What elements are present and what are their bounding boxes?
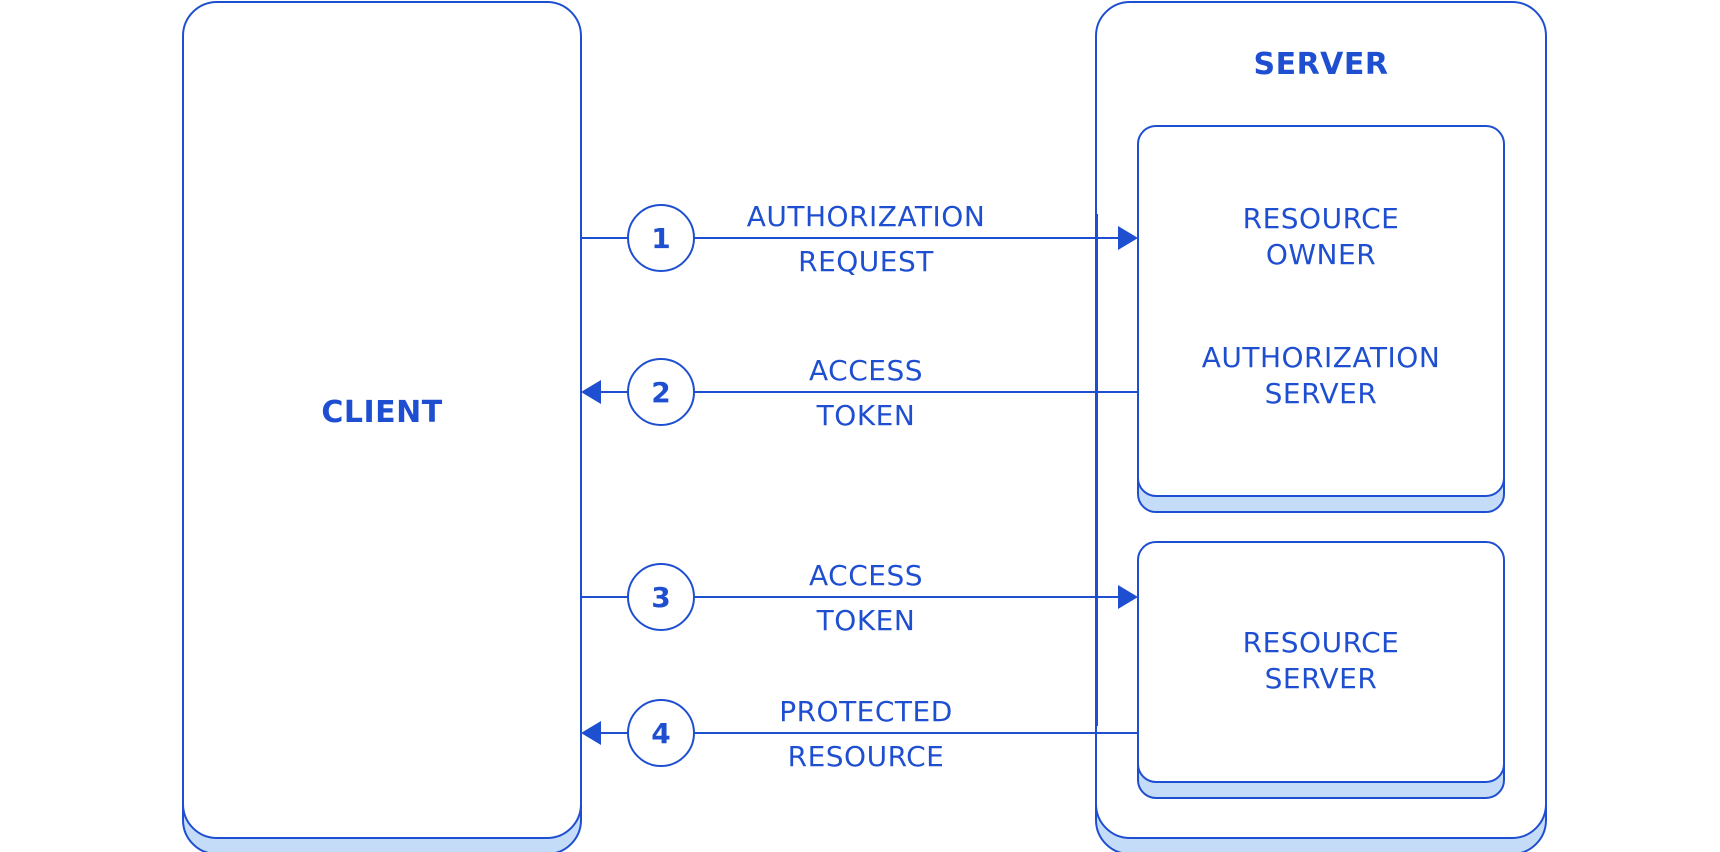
step-1-arrow: 1 AUTHORIZATION REQUEST xyxy=(581,200,1138,278)
step-2-arrow: 2 ACCESS TOKEN xyxy=(581,354,1138,432)
step-2-badge xyxy=(627,358,695,426)
step-2-label-line1: ACCESS xyxy=(809,354,923,387)
client-label: CLIENT xyxy=(321,395,442,430)
resource-owner-label-line1: RESOURCE xyxy=(1243,202,1400,235)
resource-server-label-line1: RESOURCE xyxy=(1243,626,1400,659)
step-4-label-line2: RESOURCE xyxy=(788,740,945,773)
step-3-label-line1: ACCESS xyxy=(809,559,923,592)
step-4-number: 4 xyxy=(651,717,670,750)
resource-owner-label-line2: OWNER xyxy=(1266,238,1376,271)
server-label: SERVER xyxy=(1253,47,1388,82)
step-1-badge xyxy=(627,204,695,272)
step-2-number: 2 xyxy=(651,376,670,409)
step-2-label-line2: TOKEN xyxy=(816,399,916,432)
step-1-number: 1 xyxy=(651,222,670,255)
step-3-label-line2: TOKEN xyxy=(816,604,916,637)
client-box: CLIENT xyxy=(182,1,582,852)
resource-server-label-line2: SERVER xyxy=(1265,662,1378,695)
step-1-label-line1: AUTHORIZATION xyxy=(747,200,986,233)
authorization-server-label-line1: AUTHORIZATION xyxy=(1202,341,1441,374)
step-1-label-line2: REQUEST xyxy=(798,245,934,278)
authorization-server-label-line2: SERVER xyxy=(1265,377,1378,410)
step-4-arrow: 4 PROTECTED RESOURCE xyxy=(581,695,1138,773)
client-box-face xyxy=(182,1,582,839)
step-4-label-line1: PROTECTED xyxy=(779,695,953,728)
step-3-number: 3 xyxy=(651,581,670,614)
step-4-badge xyxy=(627,699,695,767)
resource-server-box: RESOURCE SERVER xyxy=(1137,541,1505,799)
step-3-arrow: 3 ACCESS TOKEN xyxy=(581,559,1138,637)
resource-server-box-face xyxy=(1137,541,1505,783)
authorization-server-box-face xyxy=(1137,125,1505,497)
authorization-server-box: RESOURCE OWNER AUTHORIZATION SERVER xyxy=(1137,125,1505,513)
step-4-arrowhead xyxy=(581,721,601,745)
step-3-arrowhead xyxy=(1118,585,1138,609)
step-1-arrowhead xyxy=(1118,226,1138,250)
step-2-arrowhead xyxy=(581,380,601,404)
step-3-badge xyxy=(627,563,695,631)
